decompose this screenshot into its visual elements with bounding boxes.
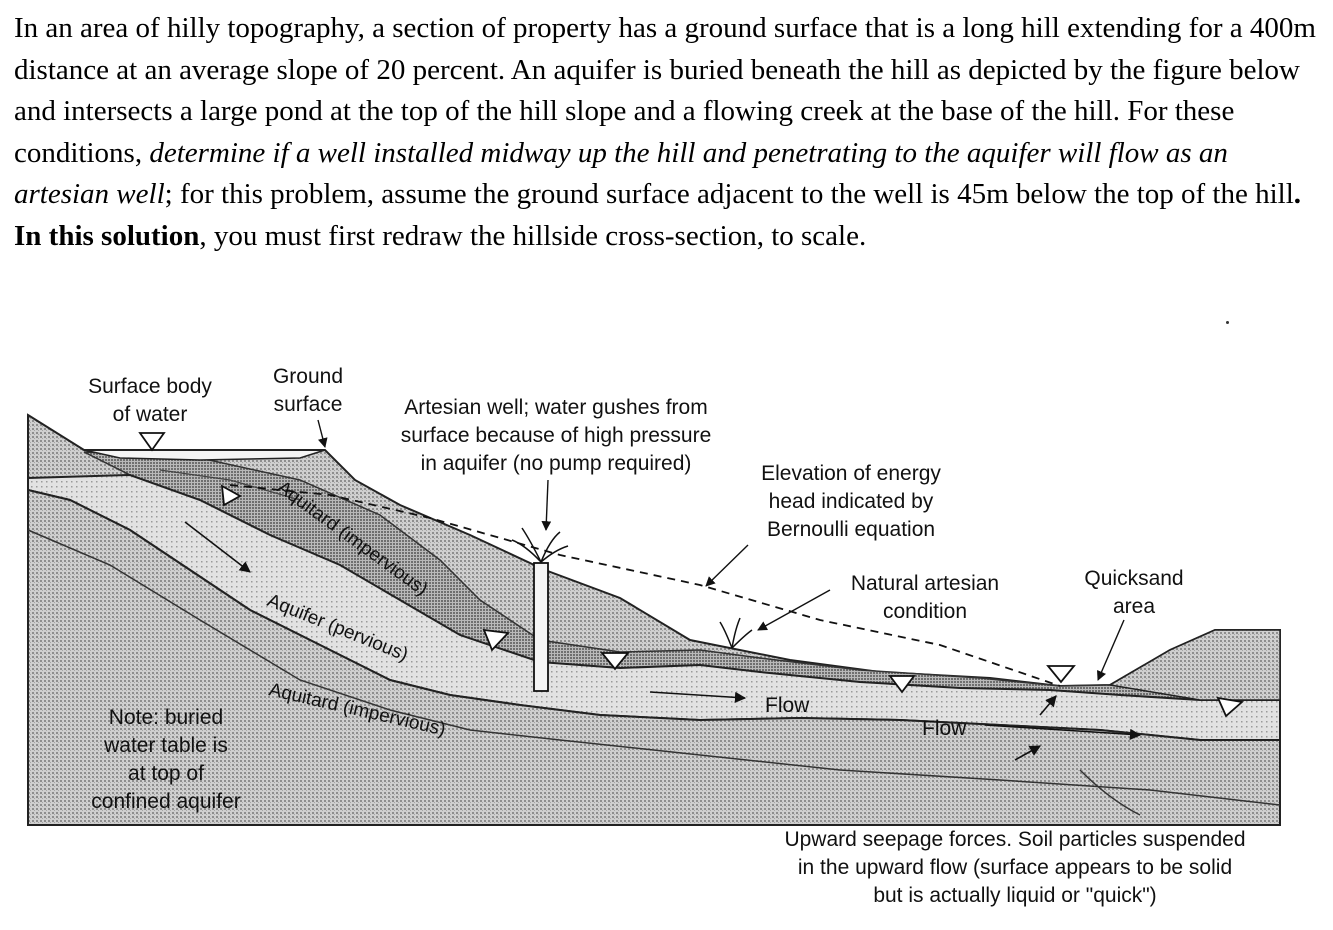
quicksand-arrows (1014, 695, 1057, 761)
water-table-marker (1046, 665, 1076, 684)
well-spray (511, 527, 569, 563)
water-table-markers (138, 432, 1245, 718)
label-quicksand-2: area (1113, 595, 1155, 618)
problem-text-part1: In an area of hilly topography, a sectio… (14, 12, 1316, 169)
problem-strong: In this solution (14, 219, 200, 252)
label-flow-1: Flow (765, 694, 810, 717)
label-artesian-well-2: surface because of high pressure (401, 424, 712, 447)
leader-lines (317, 419, 1125, 681)
water-table-marker (138, 432, 166, 452)
energy-head-line (229, 484, 1061, 687)
problem-statement: In an area of hilly topography, a sectio… (14, 8, 1319, 257)
lower-aquitard (27, 488, 1281, 826)
flow-arrows (184, 521, 1142, 740)
water-table-marker (600, 652, 630, 671)
cross-section-figure: Surface body of water Ground surface Art… (0, 300, 1333, 930)
surface-water-pond (83, 449, 326, 461)
stratum-line-3 (159, 469, 301, 501)
problem-paragraph: In an area of hilly topography, a sectio… (14, 8, 1319, 257)
water-table-marker (1216, 696, 1245, 718)
right-hill (1107, 629, 1281, 701)
label-energy-head-3: Bernoulli equation (767, 518, 935, 541)
label-note-3: at top of (128, 762, 204, 785)
stray-mark (1226, 321, 1229, 324)
problem-strong-period: . (1293, 178, 1302, 210)
label-energy-head: Elevation of energy (761, 462, 941, 485)
problem-text-part2: ; for this problem, assume the ground su… (164, 178, 1294, 210)
label-artesian-well-3: in aquifer (no pump required) (421, 452, 692, 475)
label-artesian-well: Artesian well; water gushes from (404, 396, 707, 419)
label-ground-surface-2: surface (274, 393, 343, 416)
label-natural-artesian-2: condition (883, 600, 967, 623)
stratum-line-1 (27, 529, 1281, 806)
water-table-marker (220, 484, 242, 507)
natural-artesian-spring (719, 617, 753, 649)
water-table-marker (482, 628, 510, 652)
label-quicksand: Quicksand (1084, 567, 1183, 590)
label-seepage: Upward seepage forces. Soil particles su… (784, 828, 1245, 851)
problem-emphasis: determine if a well installed midway up … (14, 136, 1228, 211)
label-surface-body-2: of water (113, 403, 188, 426)
label-natural-artesian: Natural artesian (851, 572, 999, 595)
problem-text-part3: , you must first redraw the hillside cro… (199, 219, 867, 252)
cross-section-svg: Surface body of water Ground surface Art… (27, 365, 1281, 907)
label-note-4: confined aquifer (91, 790, 240, 813)
label-energy-head-2: head indicated by (769, 490, 934, 513)
label-seepage-2: in the upward flow (surface appears to b… (798, 856, 1232, 879)
label-surface-body: Surface body (88, 375, 212, 398)
stratum-line-2 (1079, 769, 1141, 816)
artesian-well-pipe (533, 562, 549, 692)
label-ground-surface: Ground (273, 365, 343, 388)
label-note-2: water table is (103, 734, 228, 757)
label-seepage-3: but is actually liquid or "quick") (873, 884, 1156, 907)
label-note: Note: buried (109, 706, 223, 729)
label-flow-2: Flow (922, 717, 967, 740)
water-table-marker (888, 675, 916, 694)
